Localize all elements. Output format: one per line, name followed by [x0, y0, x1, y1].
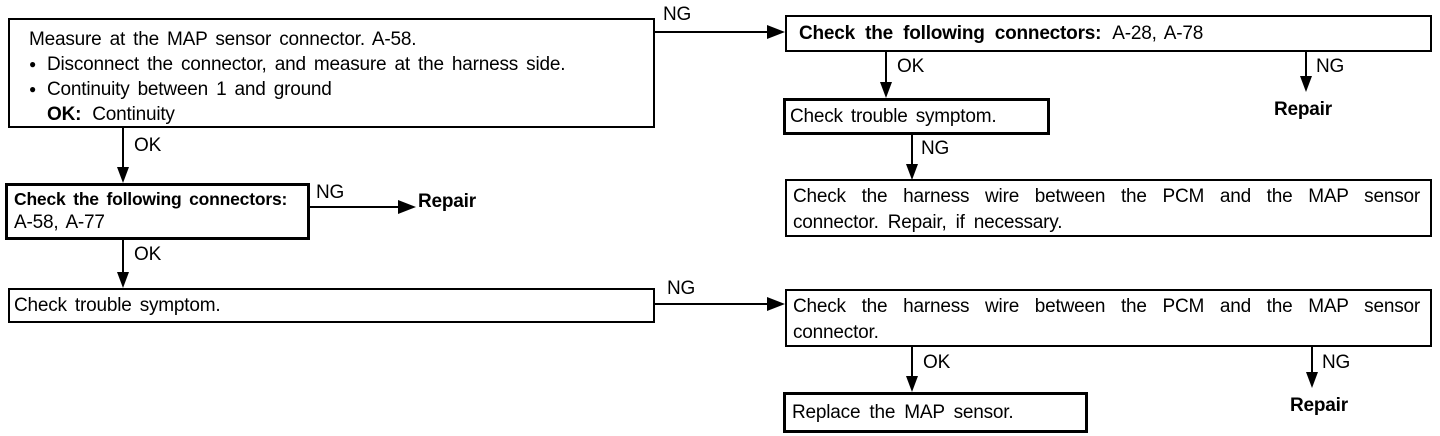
arrowhead-icon	[1300, 76, 1312, 92]
replace-box: Replace the MAP sensor.	[783, 392, 1088, 433]
repair-terminal-bottom-right: Repair	[1290, 395, 1348, 416]
arrowhead-icon	[906, 164, 918, 180]
arrow-line-symptom-left-ng	[655, 303, 767, 305]
arrowhead-icon	[767, 297, 785, 311]
harness-text: Check the harness wire between the PCM a…	[793, 296, 1420, 343]
edge-label-ng-left: NG	[316, 182, 345, 203]
connectors-right-title: Check the following connectors:	[799, 23, 1102, 44]
arrow-line-connectors-right-ng	[1305, 52, 1307, 77]
measure-bullet-row-1: ● Disconnect the connector, and measure …	[29, 52, 647, 77]
symptom-left-text: Check trouble symptom.	[14, 295, 221, 316]
arrow-line-connectors-left-ok	[122, 240, 124, 273]
arrow-line-harness-ok	[911, 347, 913, 377]
measure-ok-row: OK: Continuity	[47, 102, 647, 127]
arrow-line-connectors-left-ng	[310, 206, 398, 208]
edge-label-ok-right2: OK	[923, 352, 951, 373]
edge-label-ng-right2: NG	[921, 138, 950, 159]
arrow-line-symptom-right-ng	[911, 135, 913, 165]
measure-box: Measure at the MAP sensor connector. A-5…	[8, 18, 655, 128]
symptom-left-box: Check trouble symptom.	[8, 288, 655, 323]
harness-box: Check the harness wire between the PCM a…	[785, 289, 1432, 347]
arrow-line-connectors-right-ok	[885, 52, 887, 83]
arrowhead-icon	[880, 82, 892, 98]
arrowhead-icon	[117, 167, 129, 183]
symptom-right-box: Check trouble symptom.	[783, 98, 1050, 135]
bullet-icon: ●	[29, 57, 37, 71]
connectors-left-detail: A-58, A-77	[14, 212, 105, 233]
arrow-line-measure-ok	[122, 128, 124, 168]
measure-ok-label: OK:	[47, 104, 82, 125]
connectors-right-box: Check the following connectors: A-28, A-…	[785, 15, 1432, 52]
repair-terminal-top-right: Repair	[1274, 99, 1332, 120]
connectors-right-detail: A-28, A-78	[1112, 23, 1204, 44]
measure-bullet-row-2: ● Continuity between 1 and ground	[29, 77, 647, 102]
arrowhead-icon	[906, 376, 918, 392]
connectors-left-box: Check the following connectors: A-58, A-…	[5, 183, 310, 240]
harness-repair-text: Check the harness wire between the PCM a…	[793, 186, 1420, 233]
arrowhead-icon	[1306, 372, 1318, 388]
measure-line1: Measure at the MAP sensor connector. A-5…	[29, 29, 417, 50]
arrow-line-harness-ng	[1311, 347, 1313, 373]
symptom-right-text: Check trouble symptom.	[790, 106, 997, 127]
arrow-line-measure-ng	[655, 31, 767, 33]
measure-bullet2-text: Continuity between 1 and ground	[47, 79, 332, 100]
measure-ok-value: Continuity	[92, 104, 175, 125]
bullet-icon: ●	[29, 82, 37, 96]
edge-label-ng-middle: NG	[667, 278, 696, 299]
arrowhead-icon	[117, 272, 129, 288]
replace-text: Replace the MAP sensor.	[792, 402, 1014, 423]
edge-label-ok-right1: OK	[897, 56, 925, 77]
connectors-left-title: Check the following connectors:	[14, 189, 288, 209]
arrowhead-icon	[398, 200, 416, 214]
edge-label-ng-right1: NG	[1316, 56, 1345, 77]
measure-bullet1-text: Disconnect the connector, and measure at…	[47, 54, 566, 75]
repair-terminal-left: Repair	[418, 191, 476, 212]
harness-repair-box: Check the harness wire between the PCM a…	[785, 179, 1432, 237]
edge-label-ng-right3: NG	[1322, 352, 1351, 373]
edge-label-ok-left1: OK	[134, 135, 162, 156]
edge-label-ng-top: NG	[663, 4, 692, 25]
edge-label-ok-left2: OK	[134, 244, 162, 265]
arrowhead-icon	[767, 25, 785, 39]
